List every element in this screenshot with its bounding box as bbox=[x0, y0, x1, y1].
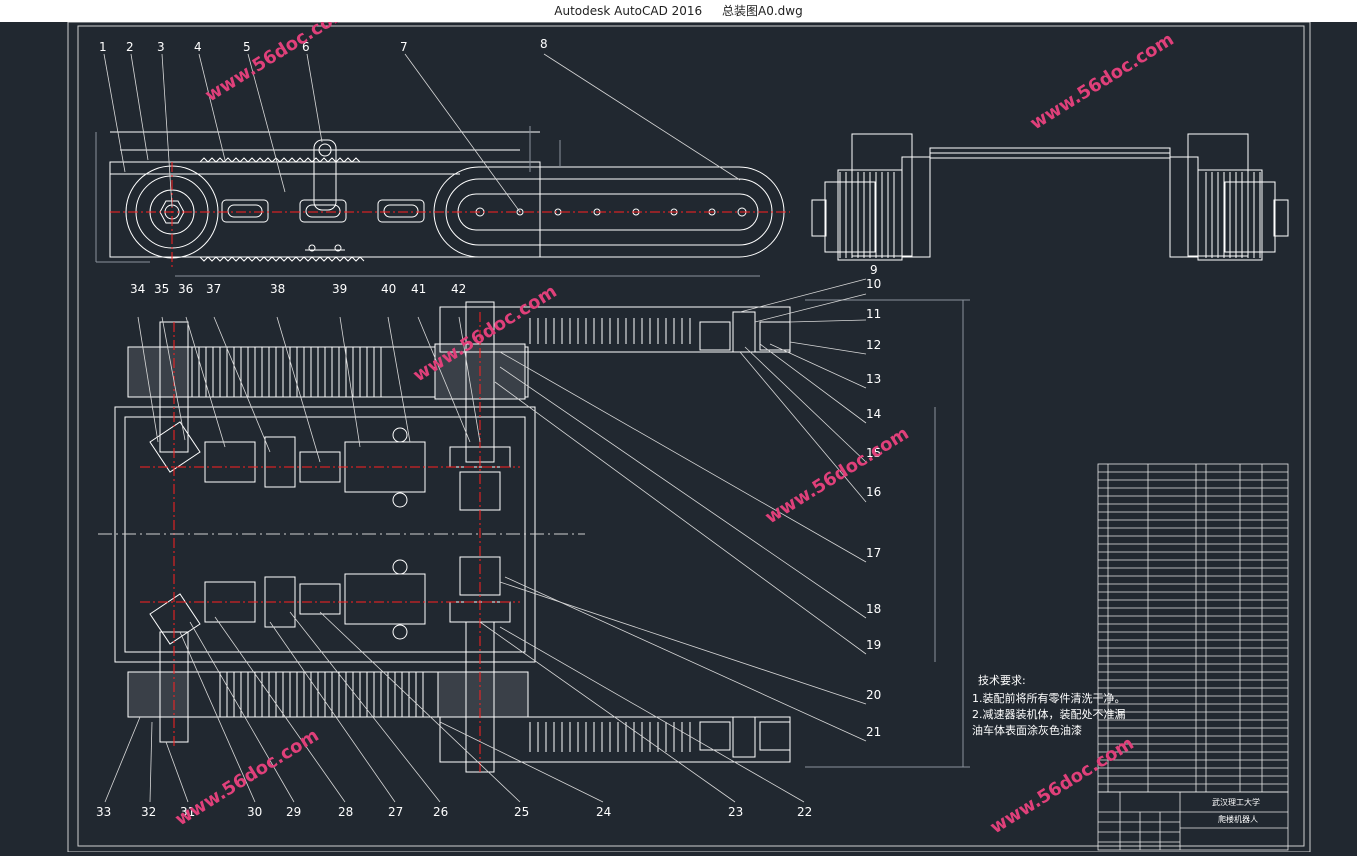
tech-req-line: 油车体表面涂灰色油漆 bbox=[972, 723, 1082, 737]
watermark-text: www.56doc.com bbox=[987, 733, 1138, 838]
callout-label: 8 bbox=[540, 37, 548, 51]
leader-lines bbox=[103, 53, 867, 803]
watermark-text: www.56doc.com bbox=[202, 22, 353, 106]
callout-label: 16 bbox=[866, 485, 881, 499]
callout-label: 23 bbox=[728, 805, 743, 819]
watermark-text: www.56doc.com bbox=[1027, 29, 1178, 134]
callout-label: 1 bbox=[99, 40, 107, 54]
callout-label: 12 bbox=[866, 338, 881, 352]
callout-label: 14 bbox=[866, 407, 881, 421]
callout-label: 17 bbox=[866, 546, 881, 560]
callout-label: 2 bbox=[126, 40, 134, 54]
callout-label: 24 bbox=[596, 805, 611, 819]
callout-label: 4 bbox=[194, 40, 202, 54]
callout-label: 22 bbox=[797, 805, 812, 819]
callout-label: 36 bbox=[178, 282, 193, 296]
drawing-name: 爬楼机器人 bbox=[1218, 814, 1258, 824]
callout-label: 30 bbox=[247, 805, 262, 819]
side-view bbox=[95, 126, 785, 263]
callout-label: 34 bbox=[130, 282, 145, 296]
callout-label: 38 bbox=[270, 282, 285, 296]
callout-label: 32 bbox=[141, 805, 156, 819]
callout-label: 42 bbox=[451, 282, 466, 296]
tech-req-title: 技术要求: bbox=[978, 674, 1026, 687]
end-view bbox=[811, 133, 1289, 261]
watermark-text: www.56doc.com bbox=[762, 423, 913, 528]
callout-label: 6 bbox=[302, 40, 310, 54]
window-title-bar: Autodesk AutoCAD 2016 总装图A0.dwg bbox=[0, 0, 1357, 22]
callout-label: 11 bbox=[866, 307, 881, 321]
callout-label: 40 bbox=[381, 282, 396, 296]
callout-label: 37 bbox=[206, 282, 221, 296]
callout-label: 35 bbox=[154, 282, 169, 296]
technical-requirements: 技术要求: 1.装配前将所有零件清洗干净。 2.减速器装机体，装配处不准漏 油车… bbox=[972, 674, 1126, 737]
callout-labels: 1 2 3 4 5 6 7 8 9 10 11 12 13 14 15 16 1… bbox=[96, 37, 881, 819]
callout-label: 28 bbox=[338, 805, 353, 819]
callout-label: 41 bbox=[411, 282, 426, 296]
app-name: Autodesk AutoCAD 2016 bbox=[554, 4, 703, 18]
callout-label: 9 bbox=[870, 263, 878, 277]
callout-label: 33 bbox=[96, 805, 111, 819]
callout-label: 31 bbox=[180, 805, 195, 819]
callout-label: 18 bbox=[866, 602, 881, 616]
tech-req-line: 2.减速器装机体，装配处不准漏 bbox=[972, 707, 1126, 721]
callout-label: 15 bbox=[866, 446, 881, 460]
callout-label: 39 bbox=[332, 282, 347, 296]
callout-label: 19 bbox=[866, 638, 881, 652]
school-name: 武汉理工大学 bbox=[1212, 797, 1260, 807]
callout-label: 20 bbox=[866, 688, 881, 702]
callout-label: 27 bbox=[388, 805, 403, 819]
callout-label: 5 bbox=[243, 40, 251, 54]
callout-label: 21 bbox=[866, 725, 881, 739]
parts-list-table bbox=[1097, 463, 1289, 851]
callout-label: 10 bbox=[866, 277, 881, 291]
callout-label: 13 bbox=[866, 372, 881, 386]
callout-label: 26 bbox=[433, 805, 448, 819]
drawing-svg: 1 2 3 4 5 6 7 8 9 10 11 12 13 14 15 16 1… bbox=[67, 1, 1311, 853]
callout-label: 7 bbox=[400, 40, 408, 54]
callout-label: 3 bbox=[157, 40, 165, 54]
tech-req-line: 1.装配前将所有零件清洗干净。 bbox=[972, 691, 1126, 705]
title-block: 武汉理工大学 爬楼机器人 bbox=[1212, 797, 1260, 824]
sheet-inner-border bbox=[77, 25, 1305, 847]
file-name: 总装图A0.dwg bbox=[722, 4, 803, 18]
callout-label: 25 bbox=[514, 805, 529, 819]
sheet-outer-border bbox=[67, 21, 1311, 853]
callout-label: 29 bbox=[286, 805, 301, 819]
